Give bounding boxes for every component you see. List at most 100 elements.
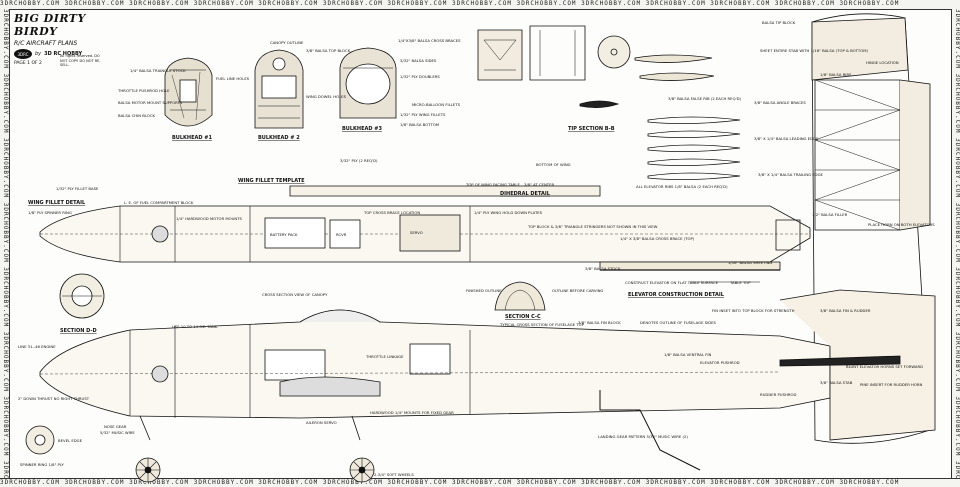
throttle-hole-label: THROTTLE PUSHROD HOLE xyxy=(117,88,170,93)
border-right: 3DRCHOBBY.COM 3DRCHOBBY.COM 3DRCHOBBY.CO… xyxy=(951,9,960,478)
triangle-stock-label: 1/4" BALSA TRIANGLE STOCK xyxy=(130,68,186,73)
bulkhead-2-title: BULKHEAD # 2 xyxy=(258,135,300,141)
balsa-sides-label: 3/32" BALSA SIDES xyxy=(400,58,437,63)
landing-gear-drawing xyxy=(599,390,701,471)
ply-note: 3/32" PLY (2 REQ'D) xyxy=(340,158,378,163)
dihedral-title: DIHEDRAL DETAIL xyxy=(500,191,551,197)
gear-block-label: HARDWOOD 1/4" MOUNTS FOR FIXED GEAR xyxy=(370,410,454,415)
canopy-outline-label: CANOPY OUTLINE xyxy=(270,40,304,45)
dowel-holes-label: WING DOWEL HOLES xyxy=(306,94,347,99)
table-top-label: TABLE TOP xyxy=(729,280,751,285)
ventral-fin-label: 1/8" BALSA VENTRAL FIN xyxy=(664,352,712,357)
leading-edge-label: 3/8" X 1/4" BALSA LEADING EDGE xyxy=(754,136,819,141)
down-thrust-label: 2" DOWN THRUST NO RIGHT THRUST xyxy=(18,396,90,401)
by-text: by xyxy=(35,51,42,57)
hinge-location-label: HINGE LOCATION xyxy=(866,60,899,65)
fuel-line-label: FUEL LINE HOLES xyxy=(216,76,250,81)
wing-fillets-label: 1/32" PLY WING FILLETS xyxy=(400,112,446,117)
section-c-title: SECTION C-C xyxy=(505,314,541,320)
section-d-title: SECTION D-D xyxy=(60,328,97,334)
elevator-pushrod-label: ELEVATOR PUSHROD xyxy=(700,360,740,365)
stringers-note: TOP BLOCK & 3/8" TRIANGLE STRINGERS NOT … xyxy=(527,224,658,229)
false-rib-note: 3/8" BALSA FALSE RIB (2 EACH REQ'D) xyxy=(668,96,742,101)
border-left: 3DRCHOBBY.COM 3DRCHOBBY.COM 3DRCHOBBY.CO… xyxy=(0,9,10,478)
spinner-ring-label: 1/8" PLY SPINNER RING xyxy=(28,210,72,215)
tank-label: USE 10 TO 14 OZ. TANK xyxy=(172,324,218,329)
throttle-linkage-label: THROTTLE LINKAGE xyxy=(365,354,404,359)
page-number: PAGE 1 OF 2 xyxy=(14,61,42,66)
false-ribs-drawing xyxy=(579,54,741,180)
wing-fillet-template-title: WING FILLET TEMPLATE xyxy=(238,178,305,184)
spinner-ring-ply-label: SPINNER RING 1/8" PLY xyxy=(20,462,64,467)
denotes-outline-label: DENOTES OUTLINE OF FUSELAGE SIDES xyxy=(640,320,717,325)
bevel-edge-label: BEVEL EDGE xyxy=(58,438,83,443)
bulkhead-1-drawing xyxy=(164,57,213,127)
fin-rudder-label: 3/8" BALSA FIN & RUDDER xyxy=(820,308,871,313)
plan-subtitle: R/C AIRCRAFT PLANS xyxy=(14,40,78,47)
ply-doublers-label: 1/32" PLY DOUBLERS xyxy=(400,74,440,79)
pine-insert-label: PINE INSERT FOR RUDDER HORN xyxy=(860,382,923,387)
bottom-of-wing-label: BOTTOM OF WING xyxy=(536,162,571,167)
bulkhead-1-title: BULKHEAD #1 xyxy=(172,135,212,141)
rcvr-label: RCVR xyxy=(336,232,347,237)
bulkhead-3-drawing xyxy=(339,47,397,119)
balsa-sheeting-label: 1/16" BALSA SHEETING xyxy=(728,260,772,265)
tip-section-title: TIP SECTION B-B xyxy=(568,126,615,132)
top-of-wing-label: TOP OF WING FACING TABLE xyxy=(465,182,521,187)
hardwood-mount-label: 1/4" HARDWOOD MOTOR MOUNTS xyxy=(176,216,243,221)
top-block-label: 3/8" BALSA TOP BLOCK xyxy=(306,48,351,53)
section-c-drawing xyxy=(494,281,546,311)
border-top: 3DRCHOBBY.COM 3DRCHOBBY.COM 3DRCHOBBY.CO… xyxy=(0,0,960,10)
gear-note: LANDING GEAR PATTERN 5/32" MUSIC WIRE (2… xyxy=(598,434,688,439)
fuselage-side-view xyxy=(39,289,936,441)
bulkhead-3-title: BULKHEAD #3 xyxy=(342,126,382,132)
micro-balloon-label: MICRO-BALLOON FILLETS xyxy=(412,102,461,107)
typical-cross-label: TYPICAL CROSS SECTION OF FUSELAGE TOP xyxy=(499,322,585,327)
plan-title: BIG DIRTY BIRDY xyxy=(14,12,86,38)
finished-outline-label: FINISHED OUTLINE xyxy=(466,288,502,293)
cross-brace-top-label: 1/4" X 3/8" BALSA CROSS BRACE (TOP) xyxy=(620,236,695,241)
fuselage-top-view xyxy=(39,185,811,263)
aileron-servo-label: AILERON SERVO xyxy=(306,420,337,425)
tip-block-label: BALSA TIP BLOCK xyxy=(762,20,796,25)
rights-notice: All rights reserved. DO NOT COPY. DO NOT… xyxy=(60,54,101,67)
balsa-stab-label: 3/8" BALSA STAB xyxy=(820,380,853,385)
elevator-detail-title: ELEVATOR CONSTRUCTION DETAIL xyxy=(628,292,725,298)
logo-badge-icon: 3DRC xyxy=(14,49,32,59)
bulkhead-2-drawing xyxy=(254,49,304,129)
cross-braces-label: 1/4"X3/8" BALSA CROSS BRACES xyxy=(398,38,461,43)
angle-braces-label: 3/8" BALSA ANGLE BRACES xyxy=(754,100,806,105)
place-horn-label: PLACE HORN ON BOTH ELEVATORS xyxy=(868,222,935,227)
title-block: BIG DIRTY BIRDY R/C AIRCRAFT PLANS 3DRC … xyxy=(14,12,104,66)
wing-fillet-detail-title: WING FILLET DETAIL xyxy=(28,200,86,206)
section-d-drawing xyxy=(59,273,105,319)
gear-wire-label: 5/32" MUSIC WIRE xyxy=(100,430,135,435)
battery-pack-label: BATTERY PACK xyxy=(270,232,298,237)
chin-block-label: BALSA CHIN BLOCK xyxy=(118,113,156,118)
servo-label: SERVO xyxy=(410,230,423,235)
soft-wheels-label: 2-3/4" SOFT WHEELS xyxy=(374,472,414,477)
elevator-detail-drawing xyxy=(599,261,781,283)
engine-note: LINE 31-.46 ENGINE xyxy=(18,344,56,349)
border-bottom: 3DRCHOBBY.COM 3DRCHOBBY.COM 3DRCHOBBY.CO… xyxy=(0,478,960,487)
hold-plates-label: 1/4" PLY WING HOLD DOWN PLATES xyxy=(474,210,543,215)
balsa-stock-label: 3/8" BALSA STOCK xyxy=(585,266,621,271)
brand-name: 3D RC HOBBY xyxy=(44,51,83,57)
fin-inset-label: FIN INSET INTO TOP BLOCK FOR STRENGTH xyxy=(712,308,795,313)
spinner-ring-drawing xyxy=(25,425,55,455)
sheet-entire-label: SHEET ENTIRE STAB WITH 1/16" BALSA (TOP … xyxy=(760,48,869,53)
construct-elevator-label: CONSTRUCT ELEVATOR ON FLAT TABLE SURFACE xyxy=(625,280,719,285)
fin-block-label: 3/8" BALSA FIN BLOCK xyxy=(578,320,621,325)
fuel-block-label: L. E. OF FUEL COMPARTMENT BLOCK xyxy=(124,200,194,205)
balsa-ribs-label: 1/8" BALSA RIBS xyxy=(820,72,852,77)
balsa-bottom-label: 1/8" BALSA BOTTOM xyxy=(400,122,439,127)
cross-brace-location-label: TOP CROSS BRACE LOCATION xyxy=(363,210,420,215)
canopy-section-label: CROSS SECTION VIEW OF CANOPY xyxy=(262,292,328,297)
outline-before-label: OUTLINE BEFORE CARVING xyxy=(552,288,603,293)
center-label: 3/8" AT CENTER xyxy=(524,182,555,187)
nose-gear-label: NOSE GEAR xyxy=(104,424,127,429)
trailing-edge-label: 3/8" X 1/4" BALSA TRAILING EDGE xyxy=(758,172,824,177)
wheels-drawing xyxy=(135,457,375,483)
